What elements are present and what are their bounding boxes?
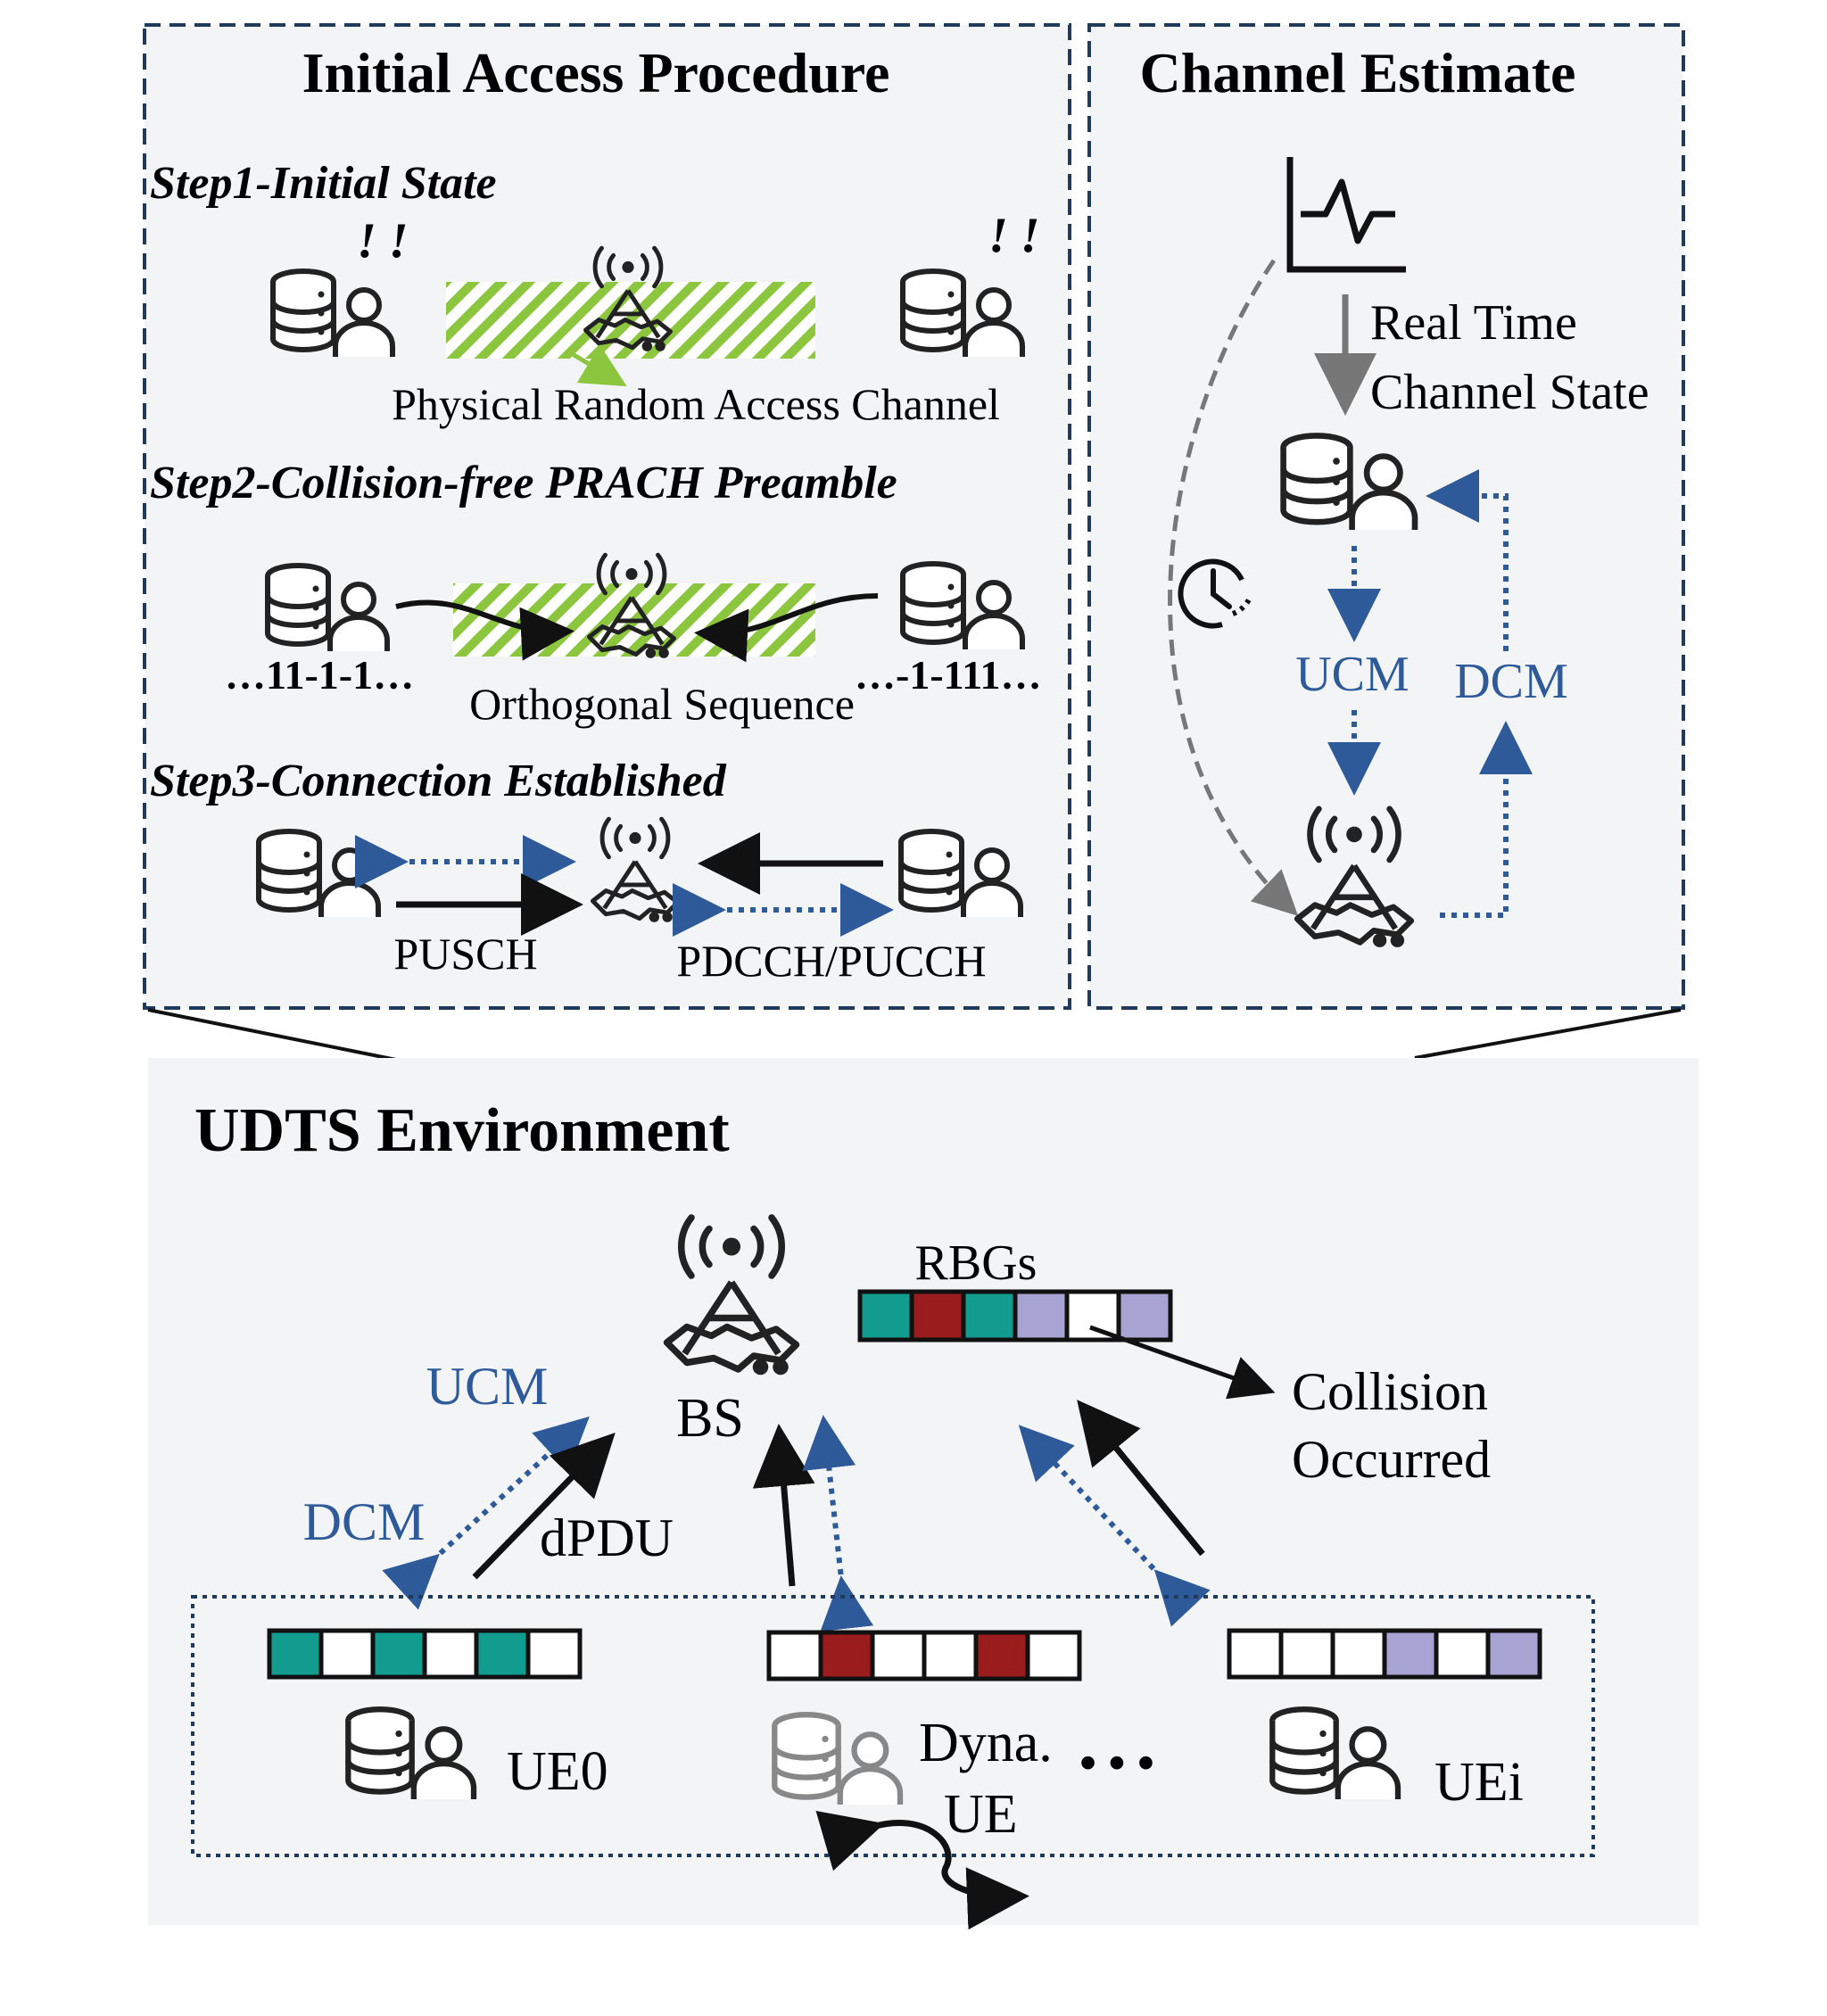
ue0-rbg-strip [267,1628,583,1680]
bs-rbg-slot [1064,1289,1121,1343]
uei-dotted-link [1018,1425,1211,1627]
dyna-label-line1: Dyna. [919,1713,1053,1773]
channel-estimate-panel: Channel Estimate Real Time Channel State… [1087,23,1685,1010]
prach-pointer-arrow [569,344,627,387]
ce-dcm-arrow-lower [1440,721,1533,918]
dyna-rbg-slot [766,1630,823,1681]
ue0-rbg-slot [370,1628,427,1680]
dyna-mobility-arrow [815,1810,1029,1930]
step2-left-arrow [395,599,575,661]
step1-right-alert: ! ! [988,208,1040,263]
collision-label-line1: Collision [1292,1362,1488,1421]
bs-label: BS [676,1388,744,1449]
ue0-rbg-slot [422,1628,479,1680]
ue0-rbg-slot [474,1628,531,1680]
env-dcm-label: DCM [303,1492,426,1551]
pusch-label: PUSCH [393,929,537,979]
dyna-rbg-strip [766,1630,1082,1681]
bs-rbg-strip [857,1289,1173,1343]
step2-label: Step2-Collision-free PRACH Preamble [150,458,897,508]
initial-access-title: Initial Access Procedure [302,41,890,104]
initial-access-panel: Initial Access Procedure Step1-Initial S… [143,23,1071,1010]
bs-rbg-slot [909,1289,966,1343]
dpdu-label: dPDU [540,1508,674,1567]
left-sequence: …11-1-1… [225,652,414,698]
ue0-dpdu-arrow [472,1432,616,1580]
rbgs-label: RBGs [915,1235,1038,1291]
bs-rbg-slot [961,1289,1018,1343]
ce-dcm-label: DCM [1454,654,1568,709]
uei-solid-arrow [1077,1400,1205,1557]
dyna-label-line2: UE [944,1784,1018,1845]
pdcch-pucch-label: PDCCH/PUCCH [676,936,986,986]
ue0-rbg-slot [318,1628,376,1680]
real-time-label: Real Time [1370,295,1577,351]
env-ucm-label: UCM [426,1357,549,1416]
udts-environment-panel: UDTS Environment BS RBGs Collision Occur… [148,1058,1699,1930]
ellipsis: • • • [1079,1736,1154,1789]
dyna-dotted-link [802,1415,874,1632]
bs-rbg-slot [1013,1289,1070,1343]
prach-label: Physical Random Access Channel [392,379,1000,429]
bs-rbg-slot [857,1289,914,1343]
ce-ucm-label: UCM [1295,647,1410,702]
channel-state-label: Channel State [1370,365,1649,420]
uei-rbg-slot [1434,1628,1491,1680]
dyna-rbg-slot [1025,1630,1082,1681]
zoom-line-right [1414,1008,1682,1060]
clock-icon [1178,558,1252,629]
step2-right-arrow [694,593,879,663]
channel-estimate-title: Channel Estimate [1140,41,1576,104]
bs-rbg-slot [1116,1289,1173,1343]
collision-arrow [1089,1325,1276,1400]
ue0-label: UE0 [507,1741,608,1802]
dyna-rbg-slot [973,1630,1030,1681]
udts-title: UDTS Environment [194,1096,730,1165]
dyna-rbg-slot [922,1630,979,1681]
uei-label: UEi [1434,1752,1524,1813]
uei-rbg-strip [1227,1628,1542,1680]
dyna-solid-arrow [752,1424,815,1587]
collision-label-line2: Occurred [1292,1430,1491,1489]
ce-dcm-arrow-upper [1426,469,1509,651]
uei-rbg-slot [1278,1628,1335,1680]
signal-chart-icon [1286,157,1406,273]
orthogonal-sequence-label: Orthogonal Sequence [469,679,855,729]
step1-label: Step1-Initial State [150,158,497,209]
ue0-rbg-slot [525,1628,583,1680]
right-sequence: …-1-111… [855,652,1042,698]
uei-rbg-slot [1227,1628,1284,1680]
ue0-rbg-slot [267,1628,324,1680]
step1-left-alert: ! ! [357,213,409,269]
uei-rbg-slot [1485,1628,1542,1680]
zoom-line-left [147,1008,406,1063]
uei-rbg-slot [1382,1628,1439,1680]
dyna-rbg-slot [870,1630,927,1681]
step3-label: Step3-Connection Established [150,756,727,806]
uei-rbg-slot [1330,1628,1387,1680]
dyna-rbg-slot [818,1630,875,1681]
